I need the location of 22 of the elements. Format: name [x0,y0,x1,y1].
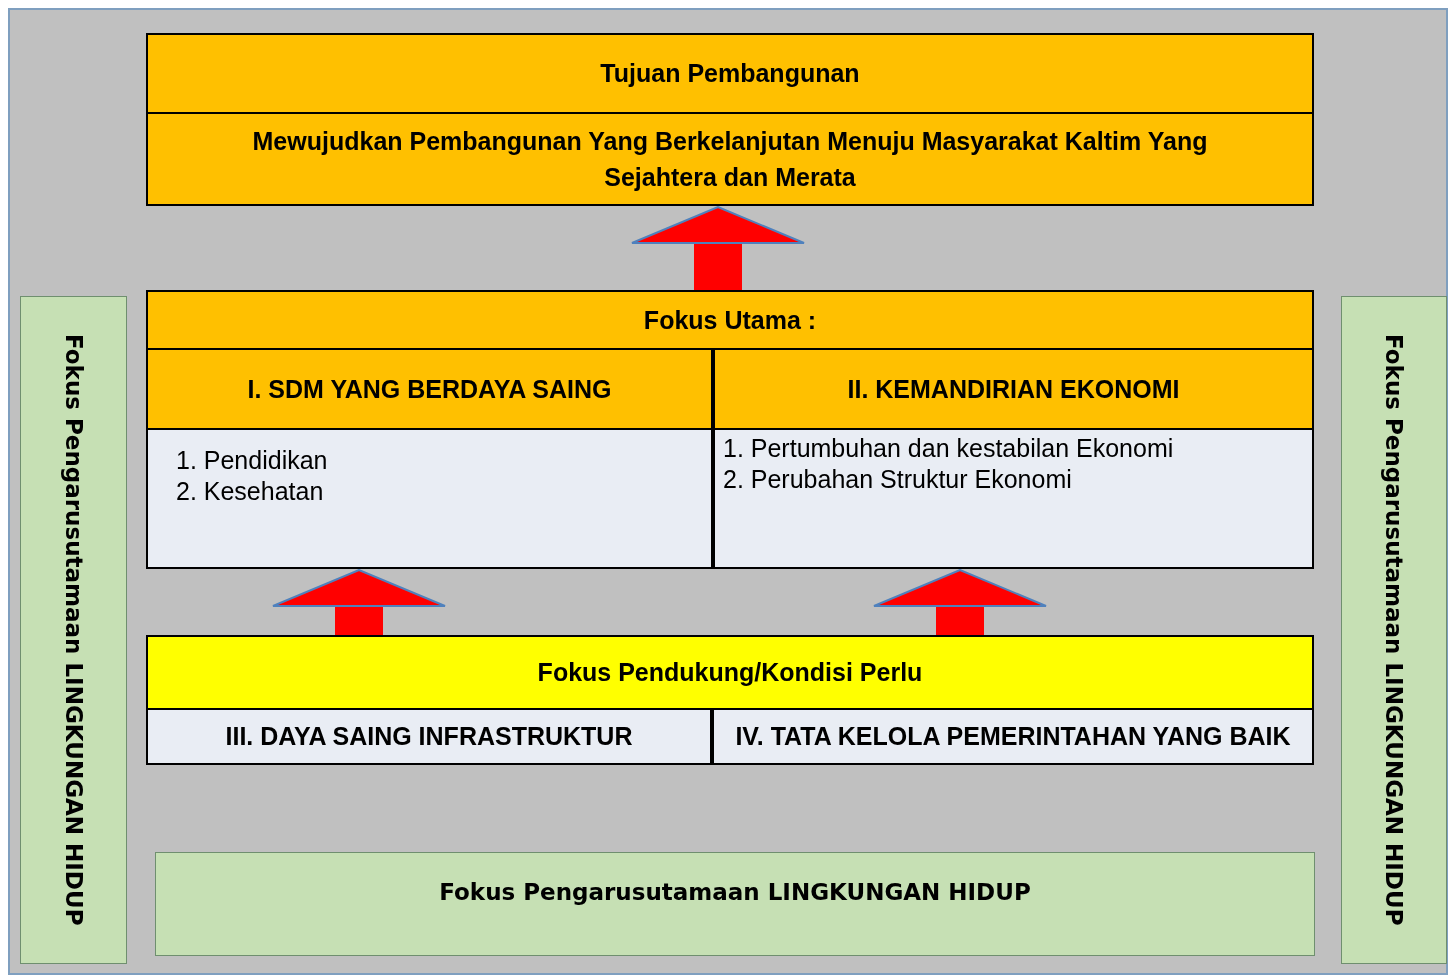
goal-statement: Mewujudkan Pembangunan Yang Berkelanjutan Menuju Masyarakat Kaltim Yang Sejahtera dan Merata [251,126,1209,193]
block-arrow [631,206,805,290]
focus-column [146,348,713,569]
list-item: 2. Kesehatan [176,477,325,506]
goal-panel [146,33,1314,206]
focus-panel [146,290,1314,569]
block-arrow [272,569,446,635]
band-label: Fokus Pengarusutamaan LINGKUNGAN HIDUP [439,879,1031,905]
focus-column [713,348,1314,569]
environment-band [20,296,127,964]
support-panel [146,635,1314,765]
heading-band: II. KEMANDIRIAN EKONOMI [715,350,1312,430]
block-arrow [873,569,1047,635]
band-label: Fokus Pengarusutamaan LINGKUNGAN HIDUP [1381,334,1407,926]
heading-band: I. SDM YANG BERDAYA SAING [148,350,711,430]
environment-band [1341,296,1447,964]
environment-band [155,852,1315,956]
heading-band: Fokus Pendukung/Kondisi Perlu [148,637,1312,710]
band-label: Fokus Pengarusutamaan LINGKUNGAN HIDUP [60,334,87,926]
list-item: 1. Pertumbuhan dan kestabilan Ekonomi [723,434,1175,463]
list-item: 1. Pendidikan [176,446,329,475]
list-item: 2. Perubahan Struktur Ekonomi [723,465,1073,494]
